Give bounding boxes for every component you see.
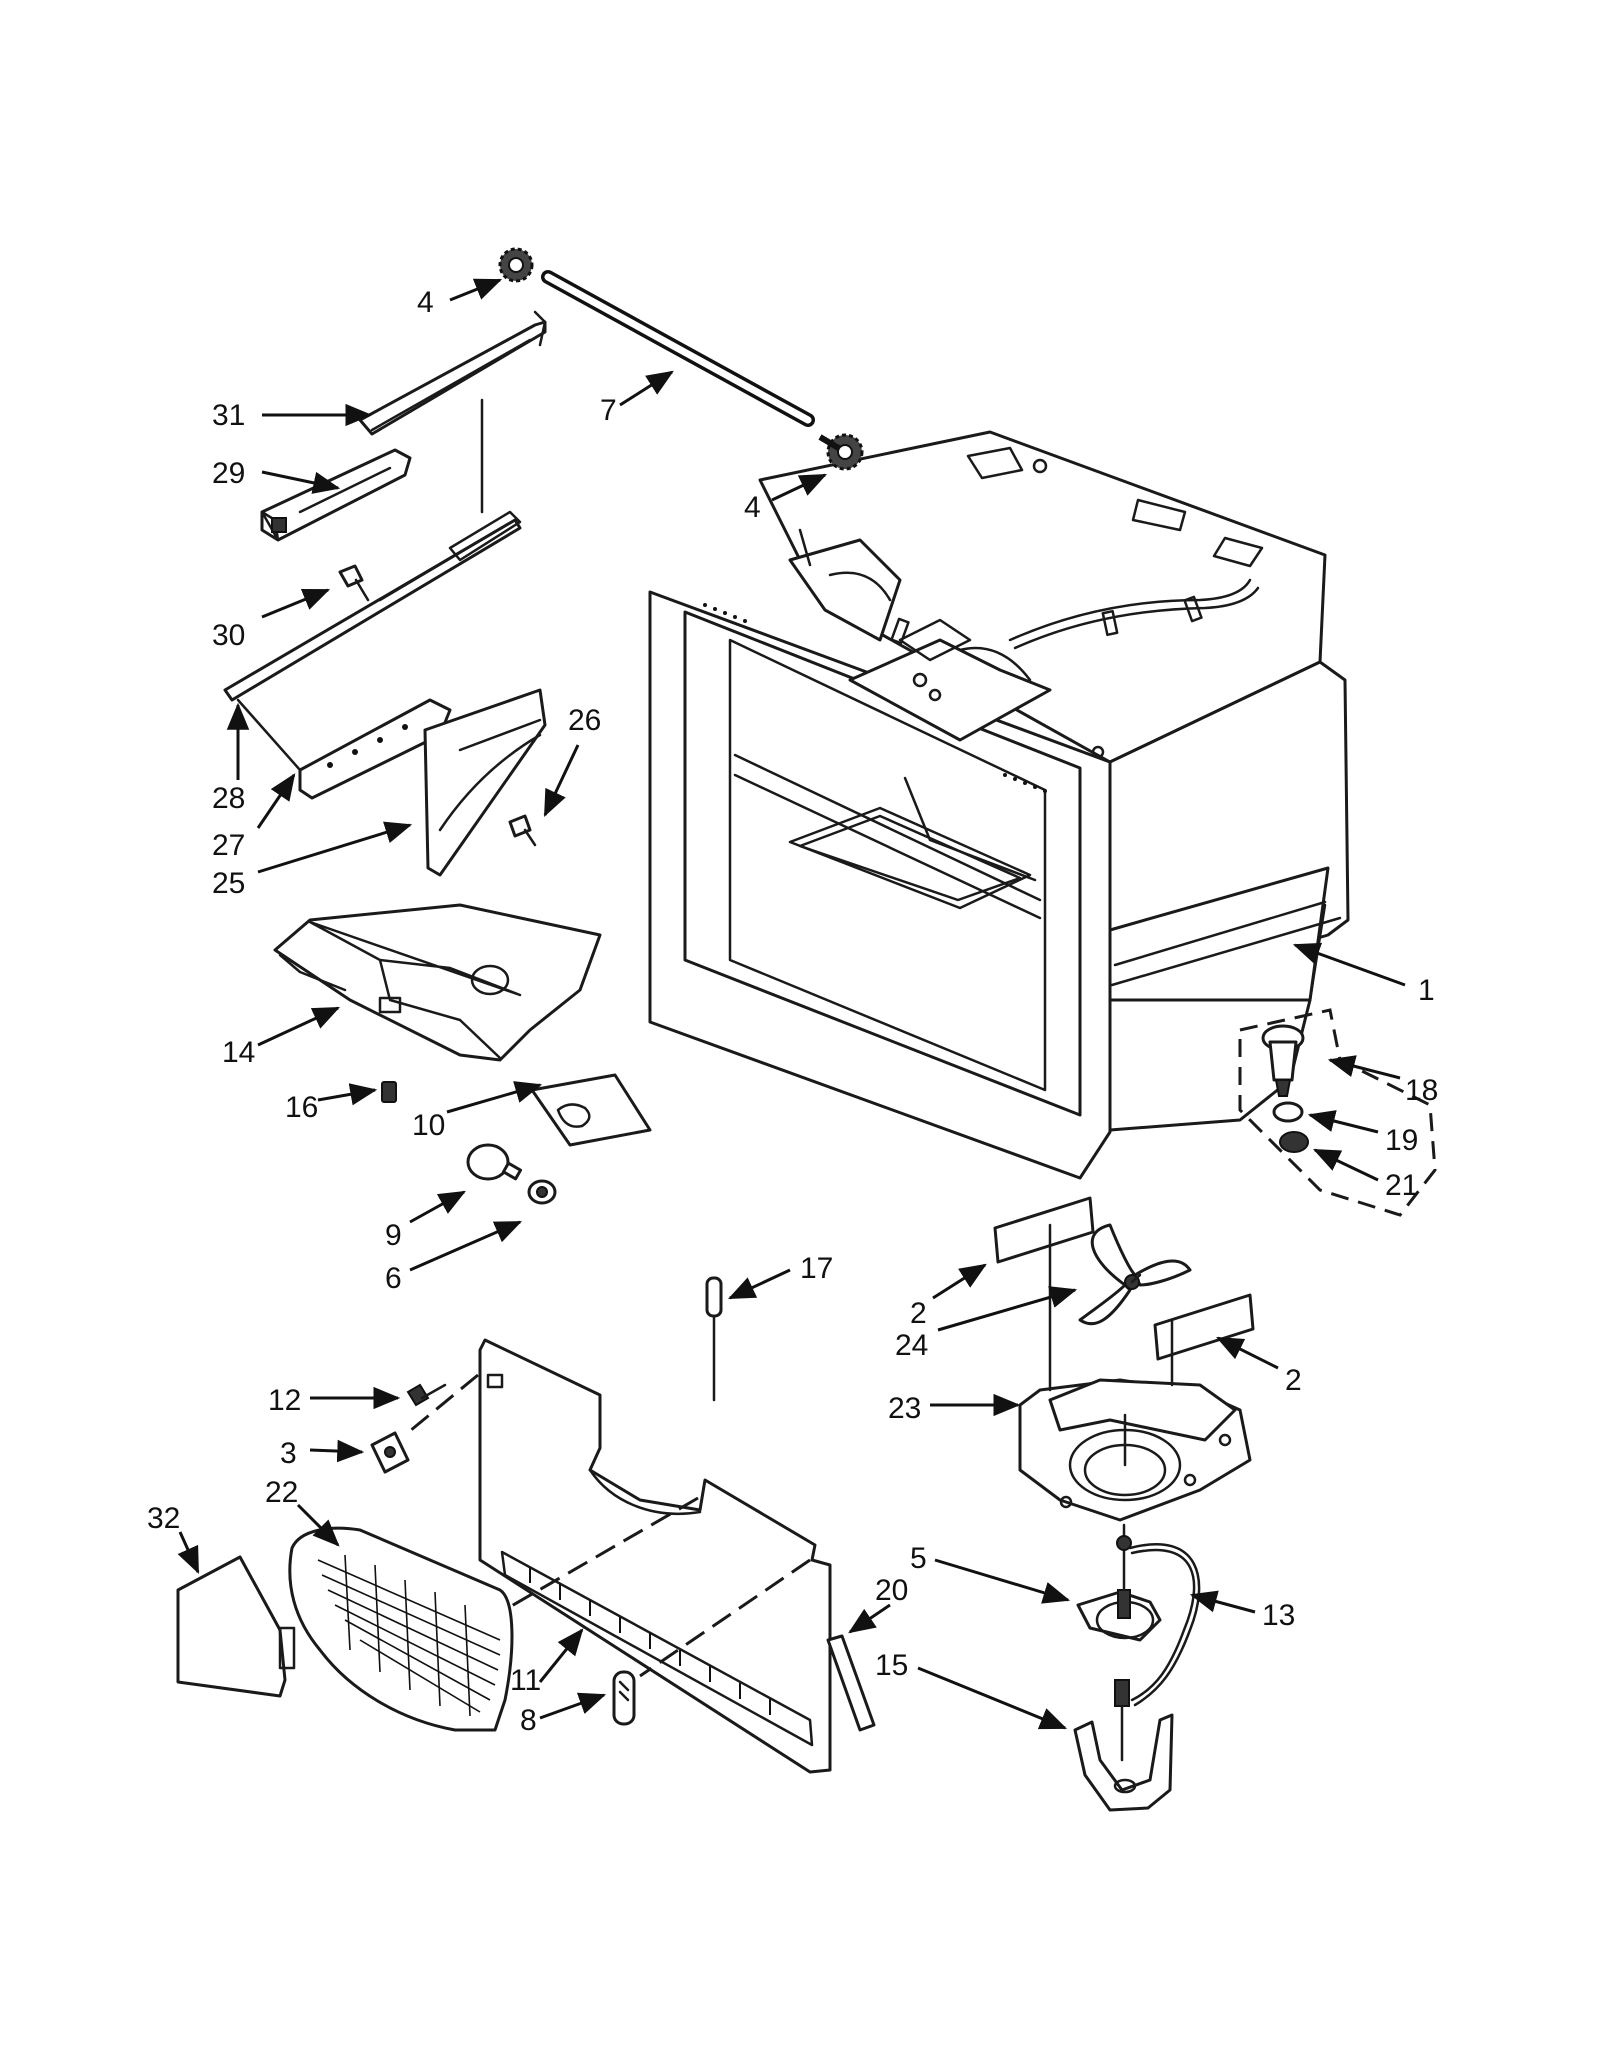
- callout-20: 20: [875, 1574, 908, 1607]
- callout-11: 11: [510, 1664, 541, 1697]
- callout-29: 29: [212, 457, 245, 490]
- callout-4-bottom: 4: [744, 491, 761, 524]
- part-24-fan-blade: [1078, 1223, 1192, 1326]
- part-22-grille: [288, 1526, 514, 1732]
- part-19-o-ring: [1272, 1101, 1304, 1123]
- callout-18: 18: [1405, 1074, 1438, 1107]
- part-4-gear-bottom: [818, 433, 864, 471]
- callout-2-left: 2: [910, 1297, 927, 1330]
- hidden-alignment-lines: [404, 1373, 811, 1678]
- callout-13: 13: [1262, 1599, 1295, 1632]
- callout-2-right: 2: [1285, 1364, 1302, 1397]
- part-30-screw: [338, 564, 370, 602]
- callout-1: 1: [1418, 974, 1435, 1007]
- callout-24: 24: [895, 1329, 928, 1362]
- callout-7: 7: [600, 394, 617, 427]
- part-32-cover: [176, 1555, 296, 1698]
- part-15-motor-bracket: [1073, 1679, 1174, 1812]
- part-26-screw: [508, 814, 537, 847]
- callout-10: 10: [412, 1109, 445, 1142]
- part-27-drawer-bracket: [236, 698, 452, 800]
- part-16-switch: [381, 1081, 397, 1103]
- callout-19: 19: [1385, 1124, 1418, 1157]
- callout-9: 9: [385, 1219, 402, 1252]
- callout-14: 14: [222, 1036, 255, 1069]
- callout-27: 27: [212, 829, 245, 862]
- callout-16: 16: [285, 1091, 318, 1124]
- part-5-fan-motor: [1076, 1523, 1162, 1642]
- callout-15: 15: [875, 1649, 908, 1682]
- callout-4-top: 4: [417, 286, 434, 319]
- callout-21: 21: [1385, 1169, 1418, 1202]
- part-18-drain-assembly: [1238, 1008, 1437, 1217]
- callout-25: 25: [212, 867, 245, 900]
- part-2-foam-block-left: [993, 1196, 1095, 1264]
- callout-5: 5: [910, 1542, 927, 1575]
- part-7-shaft: [541, 270, 815, 427]
- callout-30: 30: [212, 619, 245, 652]
- part-9-light-bulb: [466, 1143, 523, 1181]
- callout-26: 26: [568, 704, 601, 737]
- part-17-sensor-probe: [705, 1276, 723, 1402]
- part-6-socket: [527, 1179, 557, 1205]
- part-4-gear-top: [498, 247, 534, 283]
- part-23-fan-shroud: [1018, 1223, 1252, 1522]
- callout-28: 28: [212, 782, 245, 815]
- part-3-bracket: [370, 1431, 410, 1474]
- callout-22: 22: [265, 1476, 298, 1509]
- callout-6: 6: [385, 1262, 402, 1295]
- callout-12: 12: [268, 1384, 301, 1417]
- part-14-light-housing: [273, 903, 602, 1062]
- part-11-evaporator-cover: [478, 1338, 832, 1774]
- part-8-thermistor: [612, 1670, 636, 1726]
- part-25-cover-plate: [423, 688, 547, 877]
- callout-labels: 4 7 31 29 4 30 26 28 27 25 1 18 14 16 10…: [147, 286, 1438, 1737]
- callout-3: 3: [280, 1437, 297, 1470]
- part-31-rail-cover: [358, 310, 547, 436]
- part-20-foam-strip: [826, 1634, 876, 1732]
- part-10-label-sheet: [530, 1073, 652, 1147]
- part-21-cap: [1279, 1131, 1309, 1153]
- callout-32: 32: [147, 1502, 180, 1535]
- callout-8: 8: [520, 1704, 537, 1737]
- part-29-slide-bracket: [260, 448, 412, 542]
- callout-23: 23: [888, 1392, 921, 1425]
- part-12-screw: [406, 1383, 447, 1407]
- leader-lines: [177, 278, 1406, 1730]
- part-2-foam-block-right: [1153, 1293, 1255, 1361]
- part-28-slide-rail: [223, 398, 522, 702]
- part-13-wire-harness: [1128, 1543, 1201, 1707]
- part-1-liner: [648, 430, 1350, 1180]
- callout-17: 17: [800, 1252, 833, 1285]
- callout-31: 31: [212, 399, 245, 432]
